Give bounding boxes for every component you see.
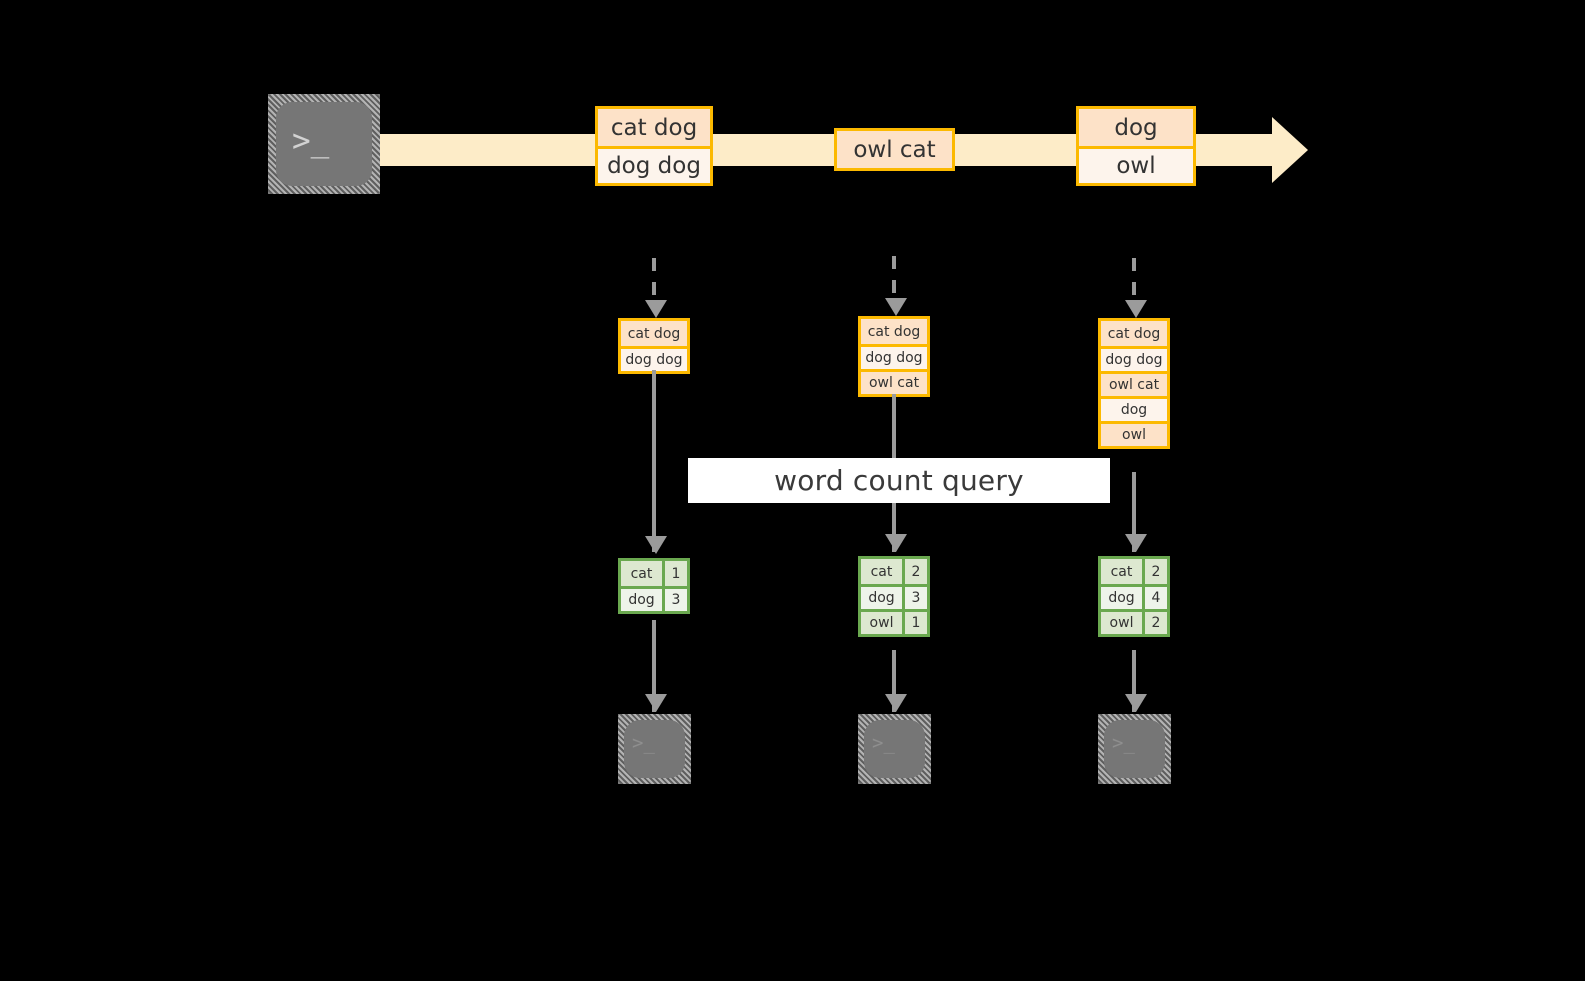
stream-message-line: owl (1079, 146, 1193, 183)
sink-arrowhead-icon (885, 694, 907, 712)
result-word: owl (861, 612, 902, 634)
sink-terminal-icon: >_ (618, 714, 691, 784)
result-row: cat 2 (861, 559, 927, 584)
result-table: cat 2 dog 3 owl 1 (858, 556, 930, 637)
result-count: 3 (662, 589, 687, 611)
terminal-body (276, 102, 372, 186)
stream-to-batch-connector (1132, 258, 1136, 305)
result-word: cat (1101, 559, 1142, 584)
result-word: dog (1101, 587, 1142, 609)
result-row: cat 2 (1101, 559, 1167, 584)
terminal-body (624, 720, 685, 778)
batch-input-table: cat dog dog dog (618, 318, 690, 374)
result-count: 4 (1142, 587, 1167, 609)
batch-input-table: cat dog dog dog owl cat (858, 316, 930, 397)
stream-message-line: dog dog (598, 146, 710, 183)
batch-input-row: dog dog (621, 346, 687, 371)
stream-message-line: dog (1079, 109, 1193, 146)
result-count: 2 (902, 559, 927, 584)
sink-terminal-icon: >_ (1098, 714, 1171, 784)
query-arrowhead-icon (885, 534, 907, 552)
query-banner-label: word count query (774, 464, 1024, 497)
result-row: dog 4 (1101, 584, 1167, 609)
result-count: 1 (902, 612, 927, 634)
batch-input-row: cat dog (621, 321, 687, 346)
result-row: owl 2 (1101, 609, 1167, 634)
stream-message-line: owl cat (837, 131, 952, 168)
query-connector (652, 370, 656, 552)
result-word: cat (621, 561, 662, 586)
stream-to-batch-connector (652, 258, 656, 305)
sink-connector (652, 620, 656, 712)
result-count: 2 (1142, 612, 1167, 634)
query-arrowhead-icon (645, 536, 667, 554)
sink-connector (892, 650, 896, 712)
result-word: cat (861, 559, 902, 584)
stream-to-batch-arrowhead-icon (645, 300, 667, 318)
result-count: 2 (1142, 559, 1167, 584)
terminal-prompt-glyph: >_ (1112, 732, 1135, 754)
stream-message-line: cat dog (598, 109, 710, 146)
query-connector (1132, 472, 1136, 552)
terminal-prompt-glyph: >_ (632, 732, 655, 754)
batch-input-row: dog dog (1101, 346, 1167, 371)
stream-message: owl cat (834, 128, 955, 171)
query-arrowhead-icon (1125, 534, 1147, 552)
batch-input-row: cat dog (861, 319, 927, 344)
terminal-prompt-glyph: >_ (292, 123, 330, 159)
result-word: owl (1101, 612, 1142, 634)
batch-input-row: owl cat (1101, 371, 1167, 396)
batch-input-table: cat dog dog dog owl cat dog owl (1098, 318, 1170, 449)
stream-arrow-head-icon (1272, 117, 1308, 183)
batch-input-row: dog dog (861, 344, 927, 369)
result-count: 1 (662, 561, 687, 586)
result-word: dog (861, 587, 902, 609)
result-row: dog 3 (621, 586, 687, 611)
source-terminal-icon: >_ (268, 94, 380, 194)
result-table: cat 1 dog 3 (618, 558, 690, 614)
result-row: cat 1 (621, 561, 687, 586)
terminal-body (1104, 720, 1165, 778)
result-count: 3 (902, 587, 927, 609)
stream-to-batch-arrowhead-icon (1125, 300, 1147, 318)
query-banner: word count query (688, 458, 1110, 503)
sink-arrowhead-icon (645, 694, 667, 712)
batch-input-row: owl cat (861, 369, 927, 394)
sink-connector (1132, 650, 1136, 712)
stream-to-batch-connector (892, 256, 896, 303)
sink-terminal-icon: >_ (858, 714, 931, 784)
result-word: dog (621, 589, 662, 611)
result-table: cat 2 dog 4 owl 2 (1098, 556, 1170, 637)
terminal-prompt-glyph: >_ (872, 732, 895, 754)
result-row: owl 1 (861, 609, 927, 634)
terminal-body (864, 720, 925, 778)
stream-message: cat dog dog dog (595, 106, 713, 186)
stream-to-batch-arrowhead-icon (885, 298, 907, 316)
sink-arrowhead-icon (1125, 694, 1147, 712)
result-row: dog 3 (861, 584, 927, 609)
batch-input-row: owl (1101, 421, 1167, 446)
batch-input-row: cat dog (1101, 321, 1167, 346)
batch-input-row: dog (1101, 396, 1167, 421)
stream-message: dog owl (1076, 106, 1196, 186)
